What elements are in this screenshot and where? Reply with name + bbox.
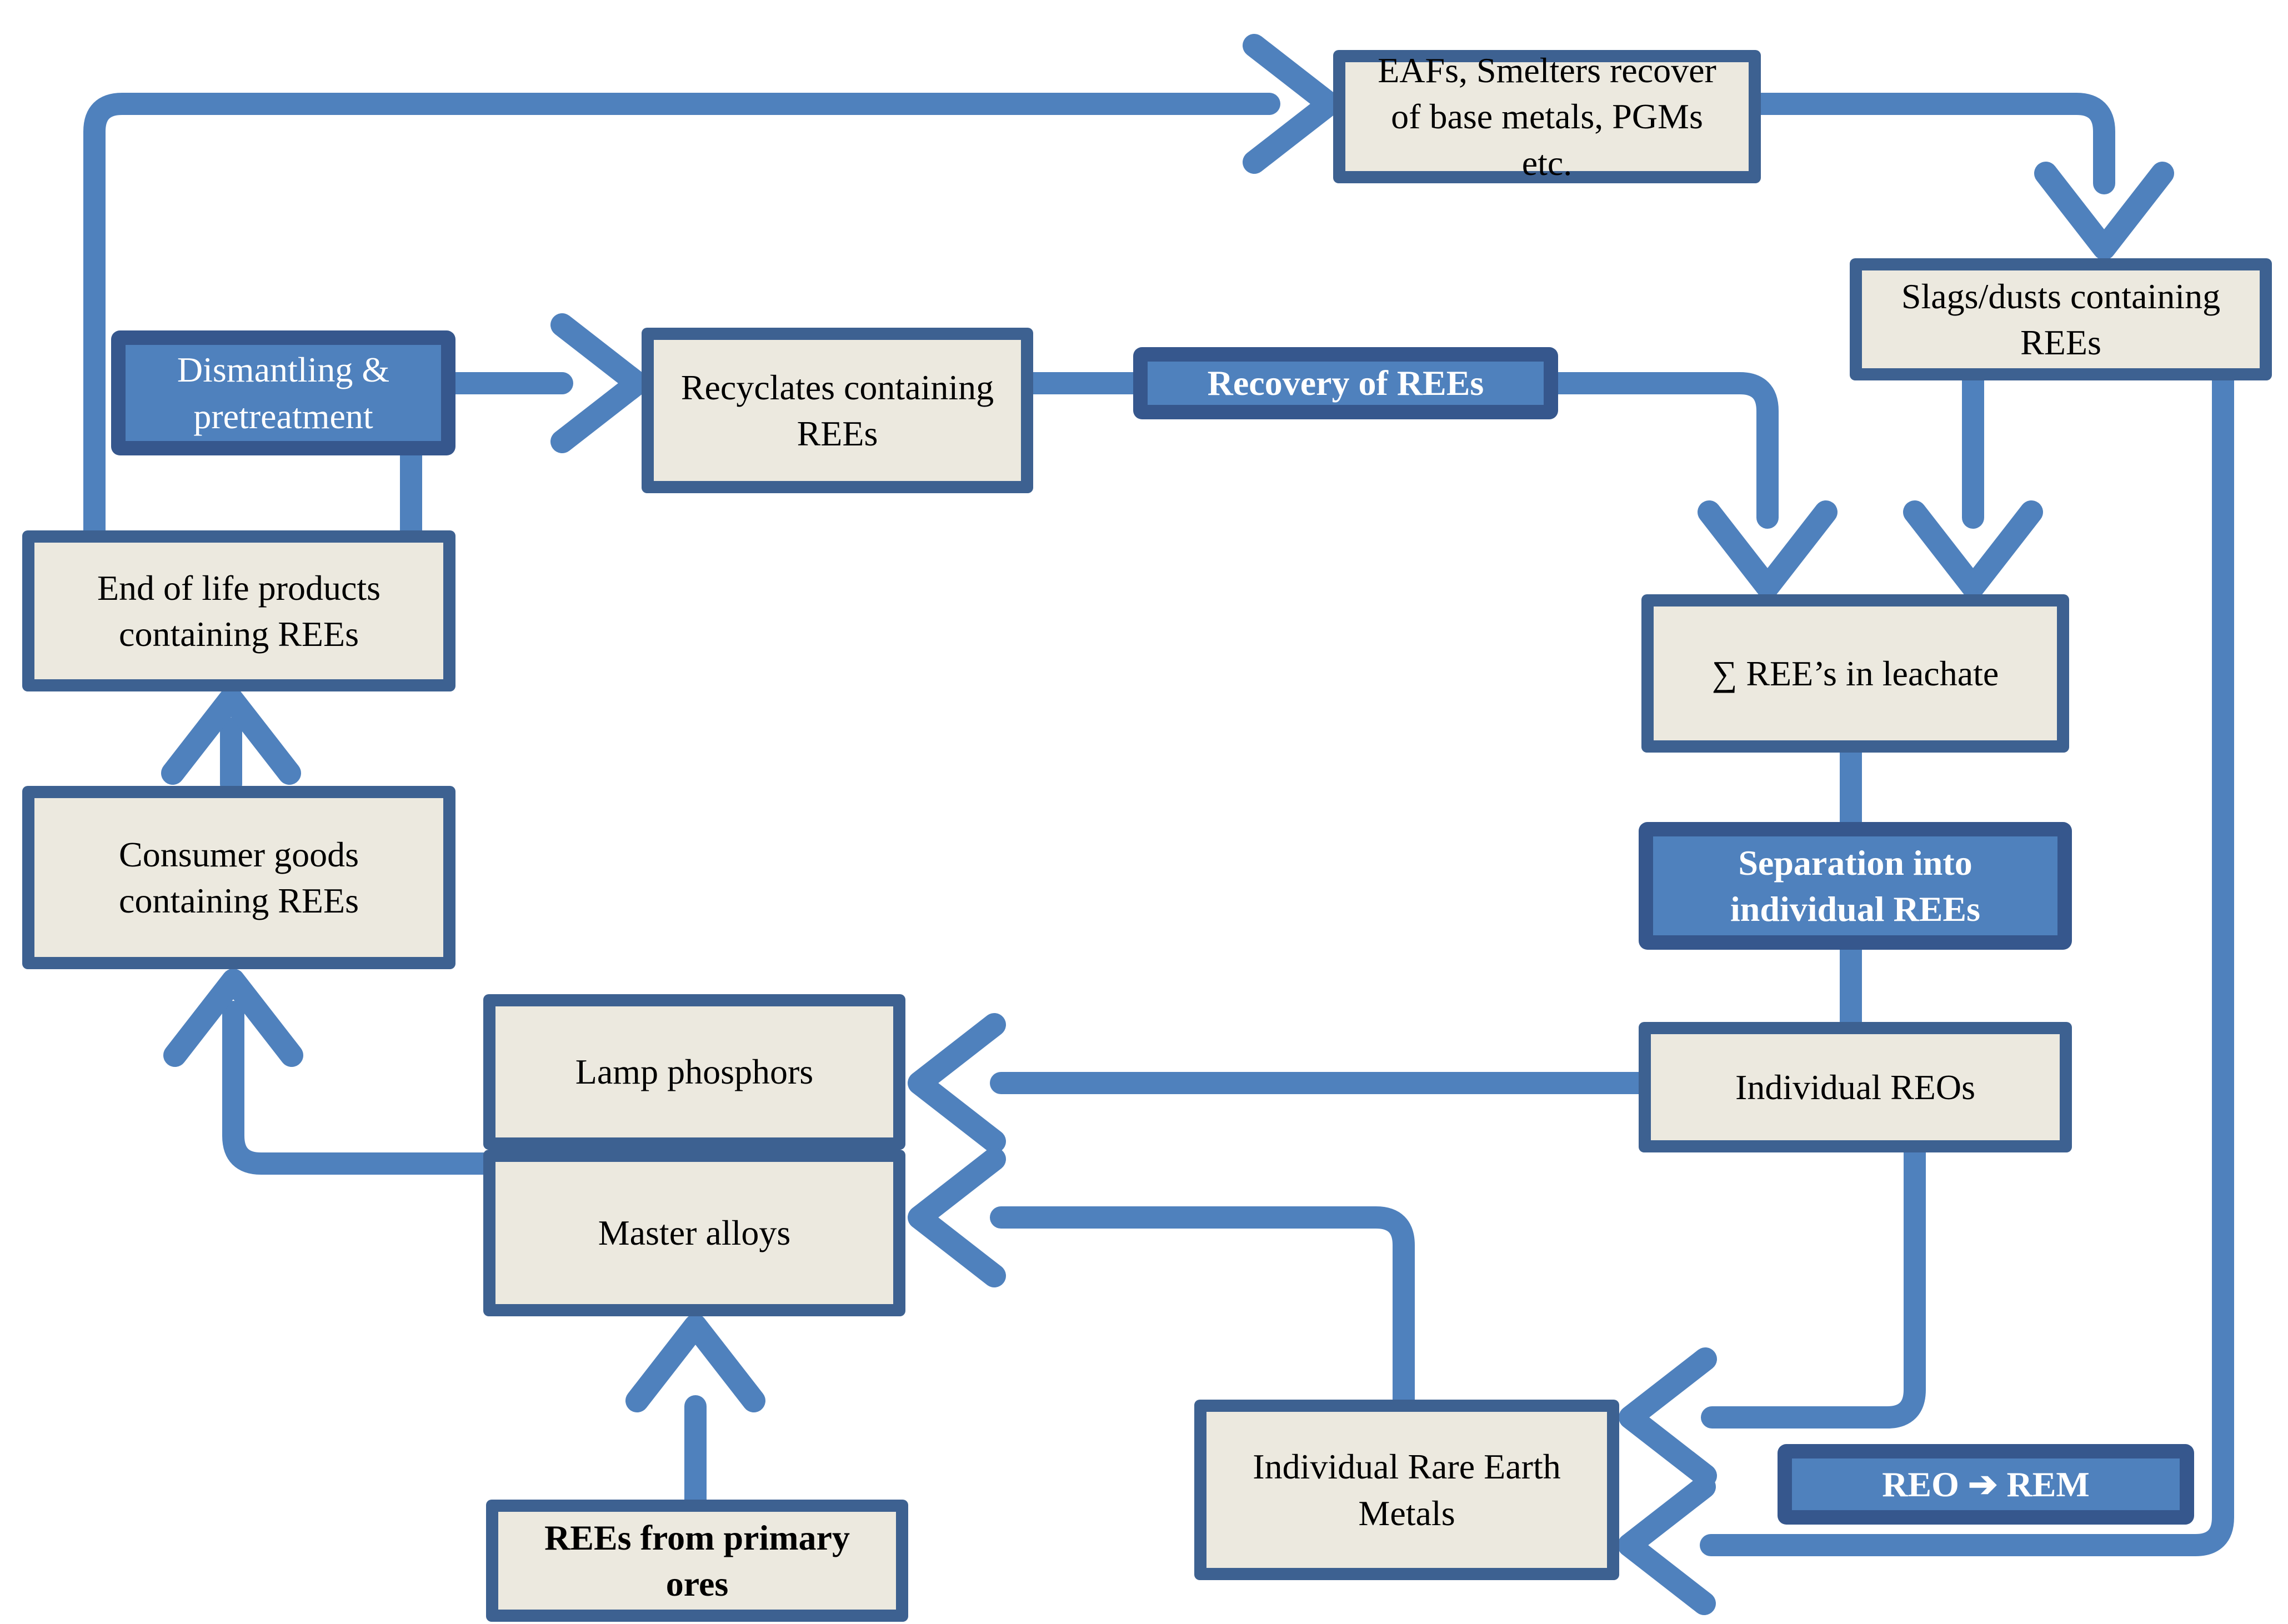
node-master-alloys: Master alloys xyxy=(483,1150,905,1316)
node-recyclates-label: Recyclates containing REEs xyxy=(680,367,994,453)
edge-products-to-consumer-line xyxy=(222,1001,511,1175)
node-individual-reos: Individual REOs xyxy=(1639,1022,2072,1152)
node-reo-to-rem-label: REO ➔ REM xyxy=(1882,1464,2090,1504)
node-reo-to-rem: REO ➔ REM xyxy=(1778,1444,2194,1525)
node-end-of-life-products-label: End of life products containing REEs xyxy=(97,568,381,654)
node-slags-dusts-label: Slags/dusts containing REEs xyxy=(1901,276,2221,362)
node-recyclates: Recyclates containing REEs xyxy=(642,328,1033,493)
node-sum-ree-leachate-label: ∑ REE’s in leachate xyxy=(1711,653,1999,693)
node-lamp-phosphors: Lamp phosphors xyxy=(483,994,905,1150)
node-sum-ree-leachate: ∑ REE’s in leachate xyxy=(1641,594,2069,753)
node-slags-dusts: Slags/dusts containing REEs xyxy=(1850,258,2272,380)
node-dismantling-pretreatment: Dismantling & pretreatment xyxy=(111,330,455,455)
edge-recovery-to-leachate-arrowhead xyxy=(1698,500,1838,599)
node-individual-rare-earth-metals: Individual Rare Earth Metals xyxy=(1194,1400,1619,1580)
edge-reos-to-irem-arrowhead xyxy=(1619,1347,1717,1487)
edge-irem-to-master-arrowhead xyxy=(908,1147,1006,1287)
edge-slags-to-irem-line xyxy=(1700,368,2234,1556)
node-recovery-of-rees: Recovery of REEs xyxy=(1133,347,1558,419)
node-separation-individual-rees-label: Separation into individual REEs xyxy=(1730,843,1980,929)
edge-endoflife-to-eafs-arrowhead xyxy=(1243,34,1341,174)
edge-eafs-to-slags-line xyxy=(1747,93,2115,194)
edge-consumer-to-endoflife-arrowhead xyxy=(161,686,301,785)
edge-products-to-consumer-arrowhead xyxy=(163,969,303,1067)
node-dismantling-pretreatment-label: Dismantling & pretreatment xyxy=(177,350,390,436)
node-separation-individual-rees: Separation into individual REEs xyxy=(1639,822,2072,950)
edge-dismantling-to-recyclates-arrowhead xyxy=(550,313,649,453)
node-master-alloys-label: Master alloys xyxy=(598,1213,791,1253)
node-end-of-life-products: End of life products containing REEs xyxy=(22,530,455,691)
node-eafs-smelters: EAFs, Smelters recover of base metals, P… xyxy=(1333,50,1761,183)
edge-eafs-to-slags-arrowhead xyxy=(2034,162,2174,260)
node-eafs-smelters-label: EAFs, Smelters recover of base metals, P… xyxy=(1378,51,1716,183)
edge-slags-to-leachate-arrowhead xyxy=(1903,500,2043,599)
edge-recovery-to-leachate-line xyxy=(1544,372,1779,529)
edge-reos-to-lamp-arrowhead xyxy=(908,1013,1006,1153)
node-rees-from-primary-ores-label: REEs from primary ores xyxy=(544,1517,850,1603)
node-lamp-phosphors-label: Lamp phosphors xyxy=(575,1052,814,1092)
edge-reos-to-irem-line xyxy=(1701,1140,1926,1428)
node-consumer-goods: Consumer goods containing REEs xyxy=(22,786,455,969)
node-consumer-goods-label: Consumer goods containing REEs xyxy=(119,834,359,920)
node-individual-reos-label: Individual REOs xyxy=(1735,1067,1975,1107)
node-recovery-of-rees-label: Recovery of REEs xyxy=(1207,363,1484,403)
edge-slags-to-irem-arrowhead xyxy=(1618,1475,1716,1615)
node-individual-rare-earth-metals-label: Individual Rare Earth Metals xyxy=(1253,1447,1561,1533)
node-rees-from-primary-ores: REEs from primary ores xyxy=(486,1500,908,1622)
edge-irem-to-master-line xyxy=(990,1206,1415,1414)
edge-ores-to-master-arrowhead xyxy=(625,1314,765,1412)
edge-endoflife-to-eafs-line xyxy=(83,93,1280,553)
